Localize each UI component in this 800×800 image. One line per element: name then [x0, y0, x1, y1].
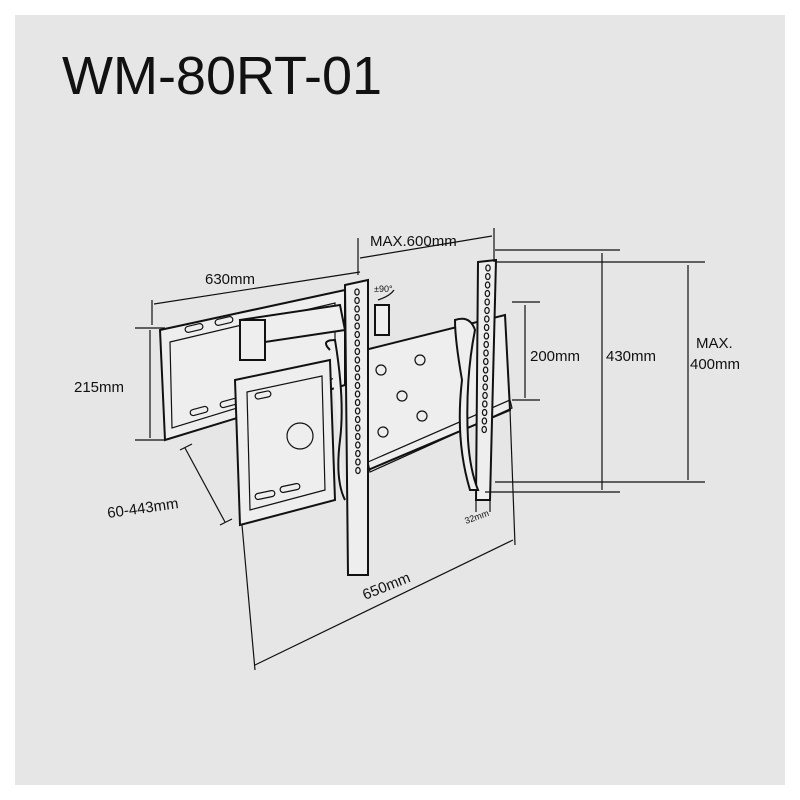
label-max-600: MAX.600mm [370, 233, 457, 250]
mounting-hole [354, 356, 361, 364]
mounting-hole [481, 417, 488, 425]
mounting-hole [354, 432, 361, 441]
mounting-hole [481, 425, 488, 434]
mounting-hole [355, 458, 361, 466]
mounting-hole [354, 296, 360, 305]
mounting-hole [354, 364, 361, 373]
left-vertical-rail [325, 278, 369, 576]
mounting-hole [482, 383, 489, 391]
mounting-hole [354, 381, 361, 390]
label-430: 430mm [606, 348, 656, 365]
mounting-hole [482, 366, 489, 374]
mounting-hole [354, 322, 360, 330]
mounting-hole [483, 340, 490, 349]
mounting-hole [354, 288, 360, 296]
label-630: 630mm [205, 271, 255, 288]
right-vertical-rail [453, 258, 498, 501]
mounting-hole [354, 313, 360, 322]
mounting-hole [484, 306, 490, 315]
mounting-hole [482, 357, 489, 366]
mounting-hole [484, 289, 491, 298]
mounting-hole [482, 374, 489, 383]
mounting-hole [485, 264, 491, 272]
mounting-hole [354, 390, 361, 398]
mounting-hole [354, 330, 361, 339]
mounting-hole [481, 408, 488, 417]
mounting-hole [484, 281, 491, 289]
mounting-hole [483, 315, 490, 323]
mounting-hole [483, 323, 490, 332]
label-max-400-line2: 400mm [690, 356, 740, 373]
label-32: 32mm [463, 508, 490, 526]
mounting-hole [355, 441, 361, 449]
mounting-hole [484, 272, 491, 281]
label-depth-range: 60-443mm [106, 495, 179, 522]
dimension-lines [135, 228, 705, 671]
mounting-hole [354, 424, 361, 432]
mounting-hole [354, 415, 361, 424]
mounting-hole [482, 391, 488, 400]
mounting-hole [483, 332, 490, 340]
mounting-hole [354, 398, 361, 407]
label-215: 215mm [74, 379, 124, 396]
model-title: WM-80RT-01 [62, 46, 383, 106]
mounting-hole [355, 466, 361, 475]
tv-bracket-frame [233, 313, 513, 527]
mounting-hole [354, 373, 361, 381]
mounting-hole [354, 339, 361, 347]
mounting-hole [484, 298, 491, 306]
mounting-hole [354, 407, 361, 415]
mounting-hole [354, 305, 360, 313]
mounting-hole [354, 347, 361, 356]
mounting-hole [483, 349, 489, 357]
label-max-400-line1: MAX. [696, 335, 733, 352]
mounting-hole [481, 400, 488, 408]
label-200: 200mm [530, 348, 580, 365]
mounting-hole [355, 449, 361, 458]
label-rotation: ±90° [374, 284, 393, 294]
